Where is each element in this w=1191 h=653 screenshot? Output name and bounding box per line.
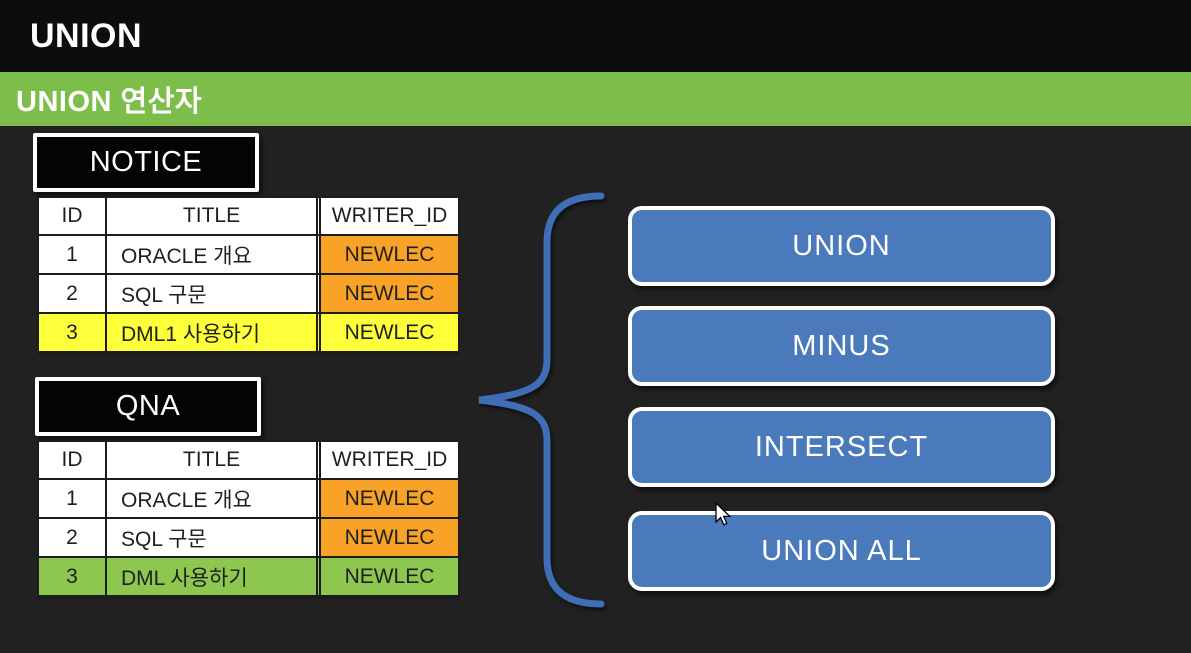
notice-row2-writer: NEWLEC bbox=[319, 275, 458, 314]
qna-table-name: QNA bbox=[115, 390, 181, 422]
qna-header-writer-id: WRITER_ID bbox=[319, 442, 458, 480]
notice-table-name: NOTICE bbox=[89, 146, 203, 178]
qna-header-id: ID bbox=[39, 442, 107, 480]
notice-table: ID TITLE WRITER_ID 1 ORACLE 개요 NEWLEC 2 … bbox=[37, 196, 460, 355]
notice-row1-title: ORACLE 개요 bbox=[107, 236, 318, 275]
notice-table-plate: NOTICE bbox=[33, 133, 259, 192]
union-all-button[interactable]: UNION ALL bbox=[628, 511, 1055, 591]
slide-title: UNION bbox=[30, 16, 143, 55]
title-bar: UNION bbox=[0, 0, 1191, 72]
qna-table-plate: QNA bbox=[35, 377, 261, 436]
notice-row3-title: DML1 사용하기 bbox=[107, 314, 318, 353]
notice-row3-writer: NEWLEC bbox=[319, 314, 458, 353]
qna-row3-id: 3 bbox=[39, 558, 107, 597]
section-title: UNION 연산자 bbox=[16, 86, 203, 118]
notice-header-id: ID bbox=[39, 198, 107, 236]
notice-row2-id: 2 bbox=[39, 275, 107, 314]
minus-button[interactable]: MINUS bbox=[628, 306, 1055, 386]
curly-brace-connector-icon bbox=[478, 192, 605, 608]
notice-row2-title: SQL 구문 bbox=[107, 275, 318, 314]
qna-row2-writer: NEWLEC bbox=[319, 519, 458, 558]
qna-row3-writer: NEWLEC bbox=[319, 558, 458, 597]
mouse-cursor-icon bbox=[715, 502, 732, 526]
notice-header-title: TITLE bbox=[107, 198, 318, 236]
qna-row3-title: DML 사용하기 bbox=[107, 558, 318, 597]
notice-row3-id: 3 bbox=[39, 314, 107, 353]
qna-header-title: TITLE bbox=[107, 442, 318, 480]
section-bar: UNION 연산자 bbox=[0, 72, 1191, 126]
qna-row1-writer: NEWLEC bbox=[319, 480, 458, 519]
union-button[interactable]: UNION bbox=[628, 206, 1055, 286]
qna-row2-title: SQL 구문 bbox=[107, 519, 318, 558]
qna-row1-id: 1 bbox=[39, 480, 107, 519]
qna-table: ID TITLE WRITER_ID 1 ORACLE 개요 NEWLEC 2 … bbox=[37, 440, 460, 599]
notice-row1-writer: NEWLEC bbox=[319, 236, 458, 275]
intersect-button[interactable]: INTERSECT bbox=[628, 407, 1055, 487]
notice-row1-id: 1 bbox=[39, 236, 107, 275]
qna-row1-title: ORACLE 개요 bbox=[107, 480, 318, 519]
notice-header-writer-id: WRITER_ID bbox=[319, 198, 458, 236]
qna-row2-id: 2 bbox=[39, 519, 107, 558]
